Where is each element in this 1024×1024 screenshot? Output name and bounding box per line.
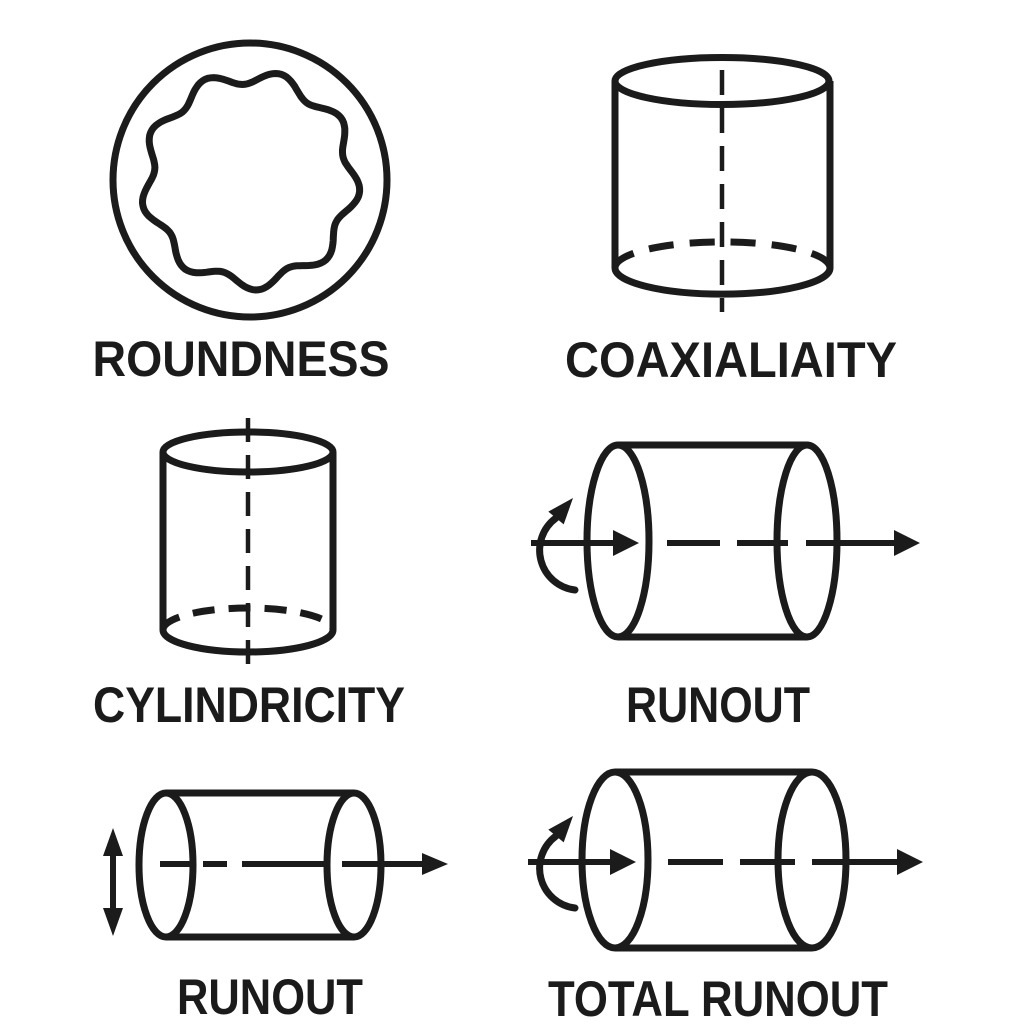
label-runout-dial: RUNOUT	[177, 969, 363, 1024]
panel-runout: RUNOUT	[531, 441, 920, 733]
roundness-profile-path	[138, 69, 364, 294]
rotation-arrow-head-icon	[548, 816, 573, 843]
outer-circle	[109, 39, 391, 321]
panel-total-runout: TOTAL RUNOUT	[528, 768, 923, 1024]
rotation-arrow-arc	[536, 514, 579, 594]
cylinder-left-ellipse	[135, 789, 197, 941]
panel-cylindricity: CYLINDRICITY	[93, 418, 405, 733]
label-roundness: ROUNDNESS	[93, 331, 390, 387]
panel-coaxiality: COAXIALIAITY	[565, 54, 897, 388]
cylinder-bottom-hidden-arc	[611, 238, 834, 269]
label-total-runout: TOTAL RUNOUT	[548, 971, 888, 1024]
rotation-arrow-head-icon	[548, 498, 573, 525]
axis-arrow-right-head-icon	[894, 530, 920, 556]
double-arrow-up-head-icon	[103, 828, 123, 856]
axis-arrow-right-head-icon	[897, 849, 923, 875]
panel-runout-dial: RUNOUT	[103, 789, 448, 1024]
cylinder-bottom-front-arc	[611, 267, 834, 298]
label-cylindricity: CYLINDRICITY	[93, 677, 405, 733]
label-coaxiality: COAXIALIAITY	[565, 332, 897, 388]
label-runout: RUNOUT	[626, 677, 810, 733]
panel-roundness: ROUNDNESS	[93, 39, 391, 387]
double-arrow-down-head-icon	[103, 908, 123, 936]
axis-arrow-left-head-icon	[613, 530, 639, 556]
axis-arrow-left-head-icon	[610, 849, 636, 875]
axis-arrow-head-icon	[422, 853, 448, 875]
rotation-arrow-arc	[536, 832, 579, 912]
